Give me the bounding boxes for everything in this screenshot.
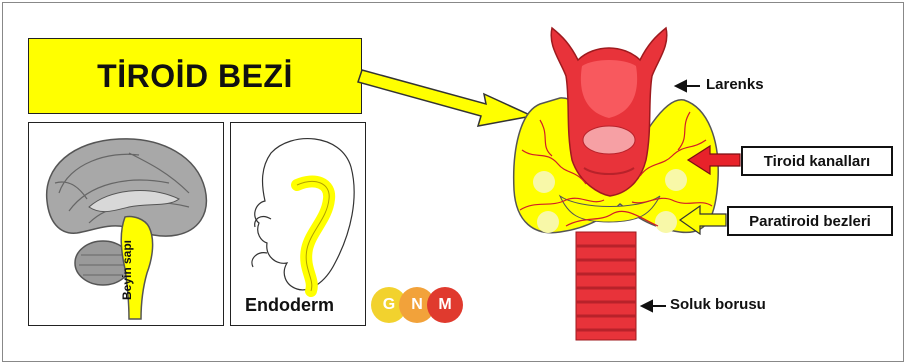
- parathyroid-label: Paratiroid bezleri: [727, 206, 893, 236]
- parathyroid-spot: [655, 211, 677, 233]
- trachea-label: Soluk borusu: [670, 296, 766, 313]
- thyroid-ducts-text: Tiroid kanalları: [764, 153, 870, 170]
- parathyroid-spot: [665, 169, 687, 191]
- larynx-label: Larenks: [706, 76, 764, 93]
- parathyroid-spot: [537, 211, 559, 233]
- thyroid-ducts-label: Tiroid kanalları: [741, 146, 893, 176]
- parathyroid-spot: [533, 171, 555, 193]
- parathyroid-text: Paratiroid bezleri: [749, 213, 871, 230]
